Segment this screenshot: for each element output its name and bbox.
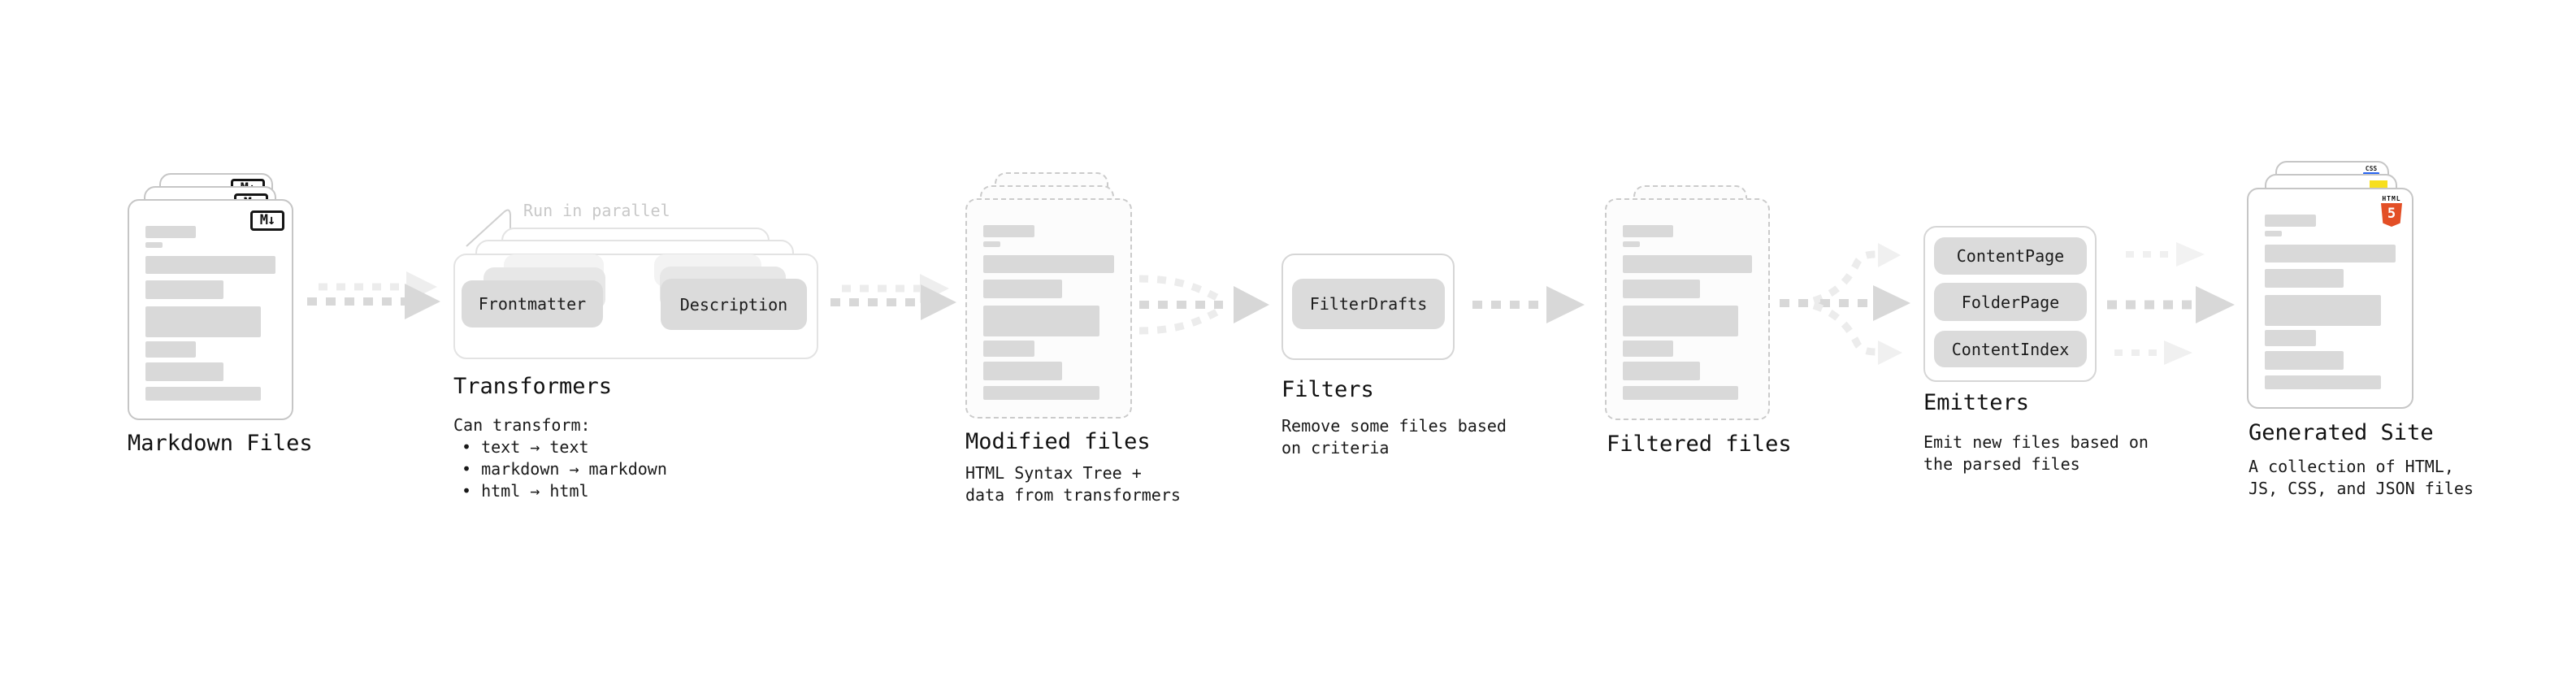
contentpage-node: ContentPage (1934, 237, 2087, 275)
file-content-placeholder (1623, 225, 1752, 400)
frontmatter-node: Frontmatter (462, 280, 603, 327)
html5-icon: HTML 5 (2379, 195, 2404, 227)
filters-desc-line1: Remove some files based (1281, 416, 1507, 436)
file-content-placeholder (2265, 215, 2396, 389)
markdown-file-card-front: M↓ (128, 199, 293, 420)
modified-file-card-front (965, 198, 1132, 419)
generated-site-desc-line1: A collection of HTML, (2249, 457, 2454, 476)
folderpage-node: FolderPage (1934, 283, 2087, 321)
arrow-transformers-to-modified-icon (830, 274, 956, 320)
contentindex-node: ContentIndex (1934, 331, 2087, 367)
transformers-bullet: • text → text (462, 437, 589, 457)
generated-site-desc-line2: JS, CSS, and JSON files (2249, 479, 2474, 498)
markdown-icon: M↓ (250, 210, 284, 231)
transformers-bullet: • markdown → markdown (462, 459, 667, 479)
arrow-markdown-to-transformers-icon (307, 271, 440, 319)
transformers-label: Transformers (453, 374, 613, 399)
arrow-filters-to-filtered-icon (1472, 286, 1585, 323)
css-icon: CSS (2363, 166, 2379, 175)
filtered-files-label: Filtered files (1607, 432, 1792, 457)
generated-site-label: Generated Site (2249, 420, 2434, 445)
arrow-modified-to-filters-icon (1138, 275, 1269, 335)
filtered-file-card-front (1605, 198, 1770, 420)
filterdrafts-node: FilterDrafts (1292, 279, 1445, 329)
file-content-placeholder (983, 225, 1114, 400)
markdown-files-label: Markdown Files (128, 431, 313, 456)
filters-label: Filters (1281, 377, 1374, 402)
arrow-emitters-to-generated-icon (2107, 242, 2235, 365)
modified-files-label: Modified files (965, 429, 1151, 454)
run-in-parallel-note: Run in parallel (523, 201, 670, 220)
arrow-filtered-to-emitters-icon (1780, 243, 1910, 365)
filters-desc-line2: on criteria (1281, 438, 1390, 458)
emitters-label: Emitters (1923, 390, 2030, 415)
emitters-desc-line2: the parsed files (1923, 454, 2080, 474)
transformers-bullet: • html → html (462, 481, 589, 501)
generated-file-card-front: HTML 5 (2247, 188, 2413, 409)
description-node: Description (661, 279, 807, 330)
emitters-desc-line1: Emit new files based on (1923, 432, 2149, 452)
modified-files-desc-line1: HTML Syntax Tree + (965, 463, 1142, 483)
file-content-placeholder (145, 226, 275, 401)
modified-files-desc-line2: data from transformers (965, 485, 1181, 505)
transformers-desc: Can transform: (453, 415, 591, 435)
